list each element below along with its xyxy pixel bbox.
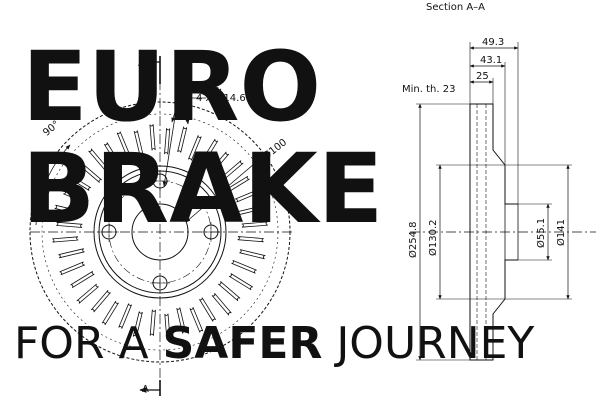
cooling-slot (63, 190, 89, 204)
holes-leader (162, 97, 206, 187)
pcd-leader (185, 151, 269, 223)
cooling-slot (56, 221, 83, 228)
cooling-slot (201, 138, 219, 164)
cooling-slot (133, 130, 144, 157)
cooling-slot (58, 248, 85, 259)
center-bore (131, 203, 189, 261)
bolt-holes (99, 171, 221, 293)
cooling-slot (237, 236, 264, 243)
watermark: EURO BRAKE FOR A SAFER JOURNEY (14, 31, 534, 369)
cooling-slot (59, 261, 86, 276)
section-view (410, 42, 596, 361)
cooling-slot (231, 260, 257, 274)
cooling-slot (149, 124, 156, 151)
cooling-slot (90, 290, 111, 313)
watermark-line-1: EURO (22, 31, 321, 143)
cooling-slot (199, 297, 217, 322)
cooling-slot (116, 131, 131, 158)
cooling-slot (88, 148, 109, 171)
cooling-slot (76, 283, 99, 304)
angle-arc (35, 144, 71, 226)
cooling-slot (79, 162, 102, 183)
min-thickness-label: Min. th. 23 (402, 84, 455, 95)
section-mark-bottom: A (142, 384, 149, 395)
cooling-slot (225, 175, 250, 193)
dim-thickness-label: 25 (476, 71, 489, 82)
pieces-leader (171, 85, 184, 123)
section-title: Section A–A (426, 2, 485, 13)
cooling-slot (164, 313, 171, 340)
cooling-slot (209, 151, 230, 174)
cooling-slot (132, 311, 143, 338)
cooling-slot (118, 303, 132, 329)
cooling-slot (221, 160, 244, 181)
cooling-slot (239, 249, 266, 260)
pieces-label: 40 pcs. (186, 82, 222, 93)
cooling-slot (149, 309, 156, 336)
cooling-slots (52, 124, 268, 340)
cooling-slot (52, 236, 79, 243)
cooling-slot (218, 281, 241, 302)
cooling-slot (211, 293, 232, 316)
cooling-slot (241, 221, 268, 228)
dim-outer-diameter-label: Ø254.8 (407, 222, 419, 259)
cooling-slot (101, 300, 119, 326)
cooling-slot (188, 135, 202, 161)
cooling-slot (103, 142, 121, 167)
dim-hat-height-label: 43.1 (480, 55, 502, 66)
cooling-slot (228, 273, 254, 291)
disc-outer-edge (29, 101, 291, 363)
dim-hat-diameter-label: Ø130.2 (427, 220, 439, 257)
pieces-leader-2 (182, 85, 190, 125)
friction-ring-outer (41, 113, 279, 351)
holes-label: 4 X Ø14.6 (196, 92, 246, 104)
cooling-slot (177, 126, 188, 153)
ring-outline-top-outer (470, 103, 518, 205)
hat-outer-circle (93, 165, 227, 299)
dim-total-height-label: 49.3 (482, 37, 504, 48)
front-view (29, 56, 292, 396)
cooling-slot (176, 307, 187, 334)
cooling-slot (234, 188, 261, 203)
dim-center-bore-label: Ø55.1 (535, 218, 547, 248)
cooling-slot (66, 173, 92, 191)
cooling-slot (70, 271, 95, 289)
cooling-slot (189, 306, 204, 333)
cooling-slot (235, 205, 262, 216)
section-mark-top: A (138, 58, 145, 69)
cooling-slot (164, 128, 171, 155)
cooling-slot (54, 204, 81, 215)
watermark-tagline: FOR A SAFER JOURNEY (14, 318, 534, 369)
dim-hat-outer-label: Ø141 (555, 219, 567, 246)
